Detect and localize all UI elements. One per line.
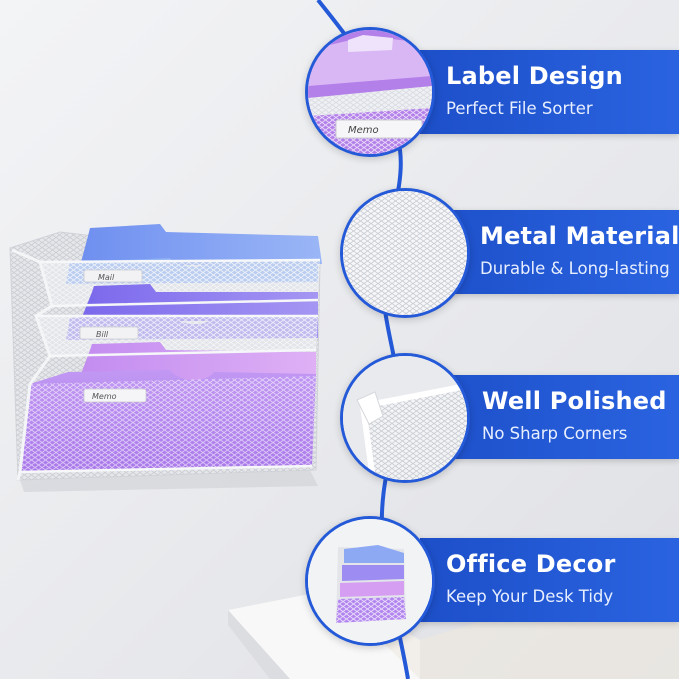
svg-text:Memo: Memo	[348, 125, 379, 136]
label-bill	[79, 326, 139, 340]
label-memo-text: Memo	[92, 392, 117, 401]
feature-title: Label Design	[446, 62, 623, 90]
feature-title: Well Polished	[482, 387, 667, 415]
corner-closeup-icon	[340, 353, 470, 483]
feature-metal-material: Metal Material Durable & Long-lasting	[0, 180, 679, 320]
label-mail	[83, 269, 143, 283]
label-mail-text: Mail	[98, 273, 115, 282]
feature-subtitle: Perfect File Sorter	[446, 99, 593, 118]
wall-file-organizer: Mail Bill Memo	[9, 224, 322, 492]
feature-office-decor: Office Decor Keep Your Desk Tidy	[0, 508, 679, 648]
blue-folder	[80, 224, 322, 266]
feature-title: Office Decor	[446, 550, 616, 578]
organizer-thumbnail-icon	[305, 516, 435, 646]
feature-subtitle: Durable & Long-lasting	[480, 259, 670, 278]
feature-subtitle: No Sharp Corners	[482, 424, 628, 443]
feature-label-design: Label Design Perfect File Sorter Memo	[0, 22, 679, 162]
feature-title: Metal Material	[480, 222, 679, 250]
mesh-closeup-icon	[340, 188, 470, 318]
label-bill-text: Bill	[96, 330, 109, 339]
label-closeup-icon: Memo	[305, 27, 435, 157]
feature-subtitle: Keep Your Desk Tidy	[446, 587, 614, 606]
feature-well-polished: Well Polished No Sharp Corners	[0, 345, 679, 485]
feature-banner: Office Decor Keep Your Desk Tidy	[420, 538, 679, 622]
feature-banner: Label Design Perfect File Sorter	[420, 50, 679, 134]
label-memo	[83, 388, 147, 403]
